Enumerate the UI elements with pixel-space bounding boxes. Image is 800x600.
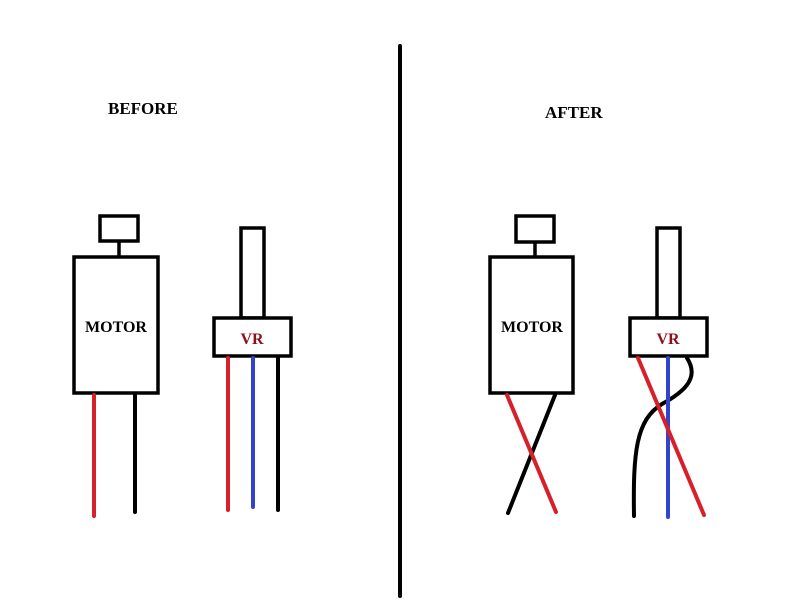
- after-motor-shaft-cap: [514, 214, 556, 244]
- after-motor-body: [488, 255, 575, 395]
- before-vr: VR: [212, 226, 293, 358]
- after-motor-label: MOTOR: [501, 319, 563, 336]
- after-vr: VR: [628, 226, 709, 358]
- after-title: AFTER: [545, 103, 603, 122]
- after-vr-body: [628, 316, 709, 358]
- before-motor: MOTOR: [72, 214, 160, 395]
- before-motor-body: [72, 255, 160, 395]
- before-vr-label: VR: [240, 331, 264, 348]
- after-motor: MOTOR: [488, 214, 575, 395]
- before-vr-body: [212, 316, 293, 358]
- after-motor-wire-red: [505, 393, 558, 514]
- after-panel: AFTER MOTOR VR: [488, 103, 709, 519]
- before-vr-knob: [239, 226, 266, 320]
- before-motor-label: MOTOR: [85, 319, 147, 336]
- after-vr-wire-red: [636, 356, 706, 517]
- before-motor-shaft-cap: [98, 214, 140, 243]
- after-vr-knob: [655, 226, 682, 320]
- before-panel: BEFORE MOTOR VR: [72, 99, 293, 518]
- after-vr-label: VR: [656, 331, 680, 348]
- after-vr-wire-black: [631, 356, 694, 518]
- before-title: BEFORE: [108, 99, 178, 118]
